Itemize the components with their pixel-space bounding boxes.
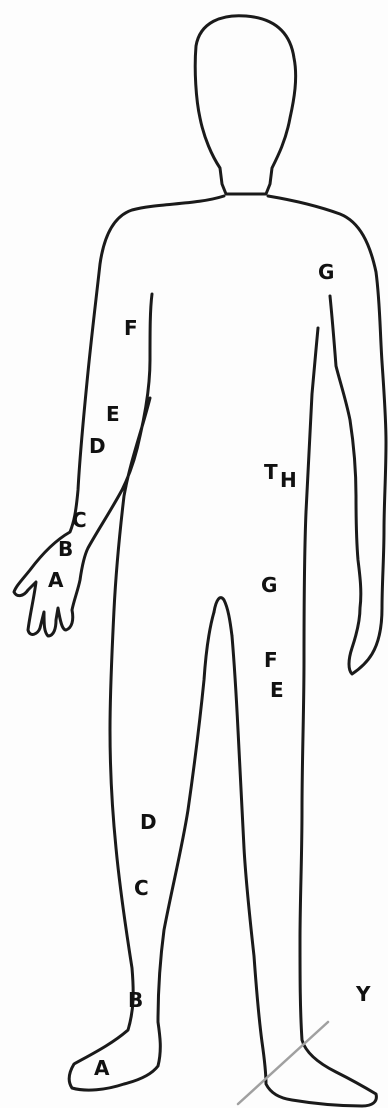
label-leg-f: F bbox=[264, 650, 278, 670]
ankle-marker-line bbox=[238, 1022, 328, 1104]
head-outline bbox=[195, 16, 295, 194]
label-arm-e: E bbox=[106, 404, 120, 424]
label-shin-c: C bbox=[134, 878, 149, 898]
label-shoulder-g: G bbox=[318, 262, 334, 282]
label-foot-a: A bbox=[94, 1058, 109, 1078]
label-arm-b: B bbox=[58, 539, 73, 559]
label-torso-h: H bbox=[280, 470, 297, 490]
label-leg-e: E bbox=[270, 680, 284, 700]
left-body-outline bbox=[14, 196, 224, 1090]
label-ankle-b: B bbox=[128, 990, 143, 1010]
crotch-outline bbox=[214, 598, 232, 636]
label-leg-g: G bbox=[261, 575, 277, 595]
label-arm-c: C bbox=[72, 510, 87, 530]
right-body-outline bbox=[232, 196, 386, 1106]
label-arm-f: F bbox=[124, 318, 138, 338]
label-shin-d: D bbox=[140, 812, 157, 832]
label-arm-a: A bbox=[48, 570, 63, 590]
label-arm-d: D bbox=[89, 436, 106, 456]
label-torso-t: T bbox=[264, 462, 278, 482]
label-marker-y: Y bbox=[356, 984, 370, 1004]
